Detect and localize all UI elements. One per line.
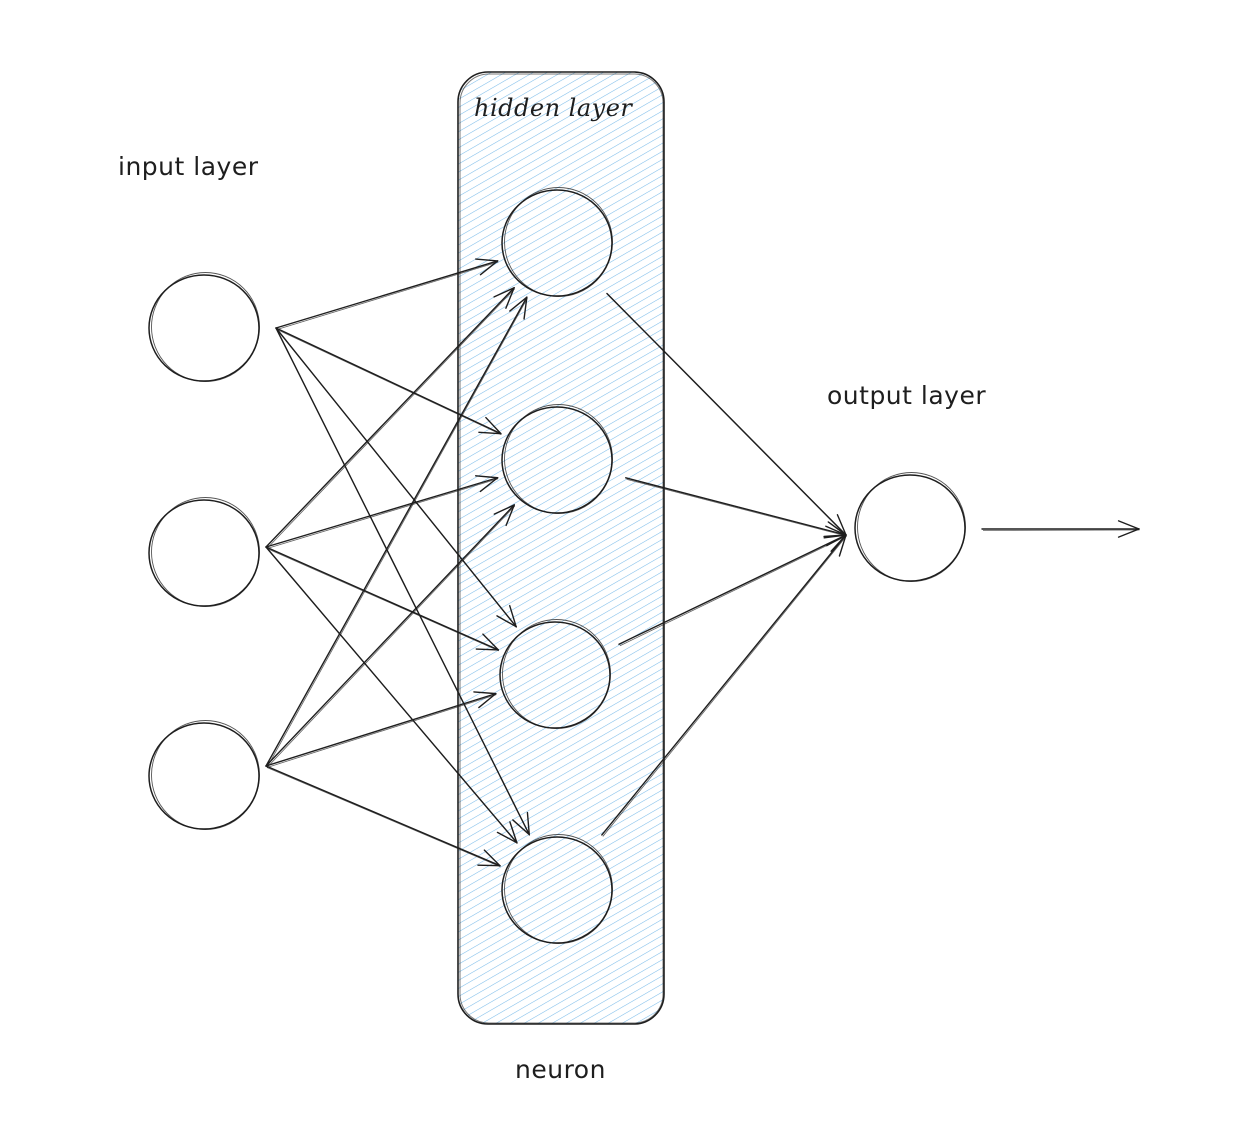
input-neuron-1 [148,272,260,382]
edge-input-3-to-hidden-2 [265,504,516,768]
input-neuron-3 [148,720,260,830]
input-neuron-2 [148,497,260,607]
output-layer-label: output layer [827,381,987,410]
nodes [148,187,966,944]
hidden-neuron-3 [499,619,611,729]
hidden-layer-label: hidden layer [474,94,633,122]
edge-input-3-to-hidden-4 [265,765,501,868]
edge-input-1-to-hidden-3 [275,327,517,628]
input-layer-label: input layer [118,152,259,181]
neuron-label: neuron [515,1055,606,1084]
edge-input-2-to-hidden-2 [265,475,499,549]
hidden-neuron-2 [501,404,613,514]
edge-input-3-to-hidden-3 [265,691,497,768]
hidden-layer-box [457,71,665,1025]
connections [265,258,1140,868]
edge-input-1-to-hidden-2 [275,327,502,436]
output-arrow [981,520,1140,538]
edge-input-2-to-hidden-4 [265,546,518,844]
edge-input-1-to-hidden-4 [275,327,531,836]
edge-hidden-4-to-output [601,534,847,837]
output-neuron [854,472,966,582]
edge-input-2-to-hidden-3 [265,546,500,652]
edge-input-3-to-hidden-1 [265,296,528,768]
hidden-neuron-1 [501,187,613,297]
edge-input-2-to-hidden-1 [265,287,515,549]
edge-input-1-to-hidden-1 [275,258,499,330]
hidden-neuron-4 [501,834,613,944]
